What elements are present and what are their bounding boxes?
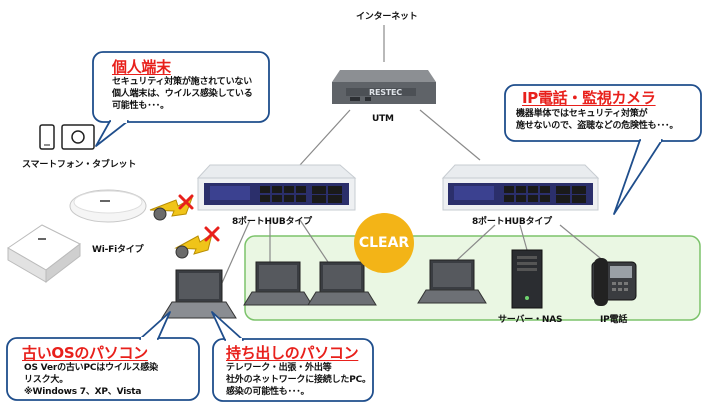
callout-old-os-body: OS Verの古いPCはウイルス感染 リスク大。 ※Windows 7、XP、V… <box>24 362 158 398</box>
callout-portable-title: 持ち出しのパソコン <box>226 344 359 362</box>
server-nas-device <box>511 249 543 309</box>
ip-phone-label: IP電話 <box>600 315 628 325</box>
callout-old-os-bubble <box>6 311 200 401</box>
callout-personal-body: セキュリティ対策が施されていない 個人端末は、ウイルス感染している 可能性も･･… <box>112 76 253 112</box>
utm-brand-label: RESTEC <box>369 88 402 97</box>
smartphone-tablet-label: スマートフォン・タブレット <box>22 160 137 170</box>
callout-personal-line: 個人端末は、ウイルス感染している <box>112 89 253 99</box>
internet-label: インターネット <box>356 12 418 22</box>
callout-personal-line: セキュリティ対策が施されていない <box>112 77 252 87</box>
callout-ip-camera-line: 機器単体ではセキュリティ対策が <box>516 109 648 119</box>
callout-portable-line: 感染の可能性も･･･。 <box>226 387 310 397</box>
wifi-access-point-small <box>69 189 147 223</box>
tablet-icon <box>61 124 95 150</box>
callout-portable-body: テレワーク・出張・外出等 社外のネットワークに接続したPC。 感染の可能性も･･… <box>226 362 371 398</box>
callout-portable-bubble <box>211 311 374 402</box>
old-os-laptop <box>161 269 237 319</box>
wifi-access-point-large <box>7 224 81 284</box>
callout-old-os-line: リスク大。 <box>24 375 69 385</box>
hub-right-device <box>441 164 600 211</box>
clear-badge-label: CLEAR <box>358 235 410 251</box>
callout-ip-camera-title: IP電話・監視カメラ <box>522 89 656 107</box>
hub-left-device <box>196 164 357 211</box>
laptop-1 <box>243 261 313 306</box>
callout-old-os-line: OS Verの古いPCはウイルス感染 <box>24 363 158 373</box>
hub-right-label: 8ポートHUBタイプ <box>472 217 552 227</box>
callout-ip-camera-bubble <box>504 84 702 215</box>
laptop-2 <box>307 261 377 306</box>
callout-ip-camera-body: 機器単体ではセキュリティ対策が 施せないので、盗聴などの危険性も･･･。 <box>516 108 678 132</box>
callout-ip-camera-line: 施せないので、盗聴などの危険性も･･･。 <box>516 121 679 131</box>
callout-personal-bubble <box>92 51 270 147</box>
threat-arrow-lower <box>174 232 213 259</box>
wifi-label: Wi-Fiタイプ <box>92 245 144 255</box>
ip-phone-device <box>591 258 637 306</box>
utm-label: UTM <box>372 114 394 124</box>
blocked-x-lower <box>204 226 220 242</box>
callout-old-os-title: 古いOSのパソコン <box>22 344 148 362</box>
blocked-x-upper <box>178 194 194 210</box>
laptop-3 <box>417 259 487 304</box>
server-nas-label: サーバー・NAS <box>498 315 563 325</box>
callout-old-os-line: ※Windows 7、XP、Vista <box>24 387 142 397</box>
utm-device <box>332 70 436 104</box>
clear-badge <box>354 213 414 273</box>
hub-left-label: 8ポートHUBタイプ <box>232 217 312 227</box>
callout-personal-title: 個人端末 <box>112 58 171 76</box>
smartphone-icon <box>39 124 55 150</box>
callout-portable-line: 社外のネットワークに接続したPC。 <box>226 375 371 385</box>
callout-portable-line: テレワーク・出張・外出等 <box>226 363 332 373</box>
callout-personal-line: 可能性も･･･。 <box>112 101 169 111</box>
